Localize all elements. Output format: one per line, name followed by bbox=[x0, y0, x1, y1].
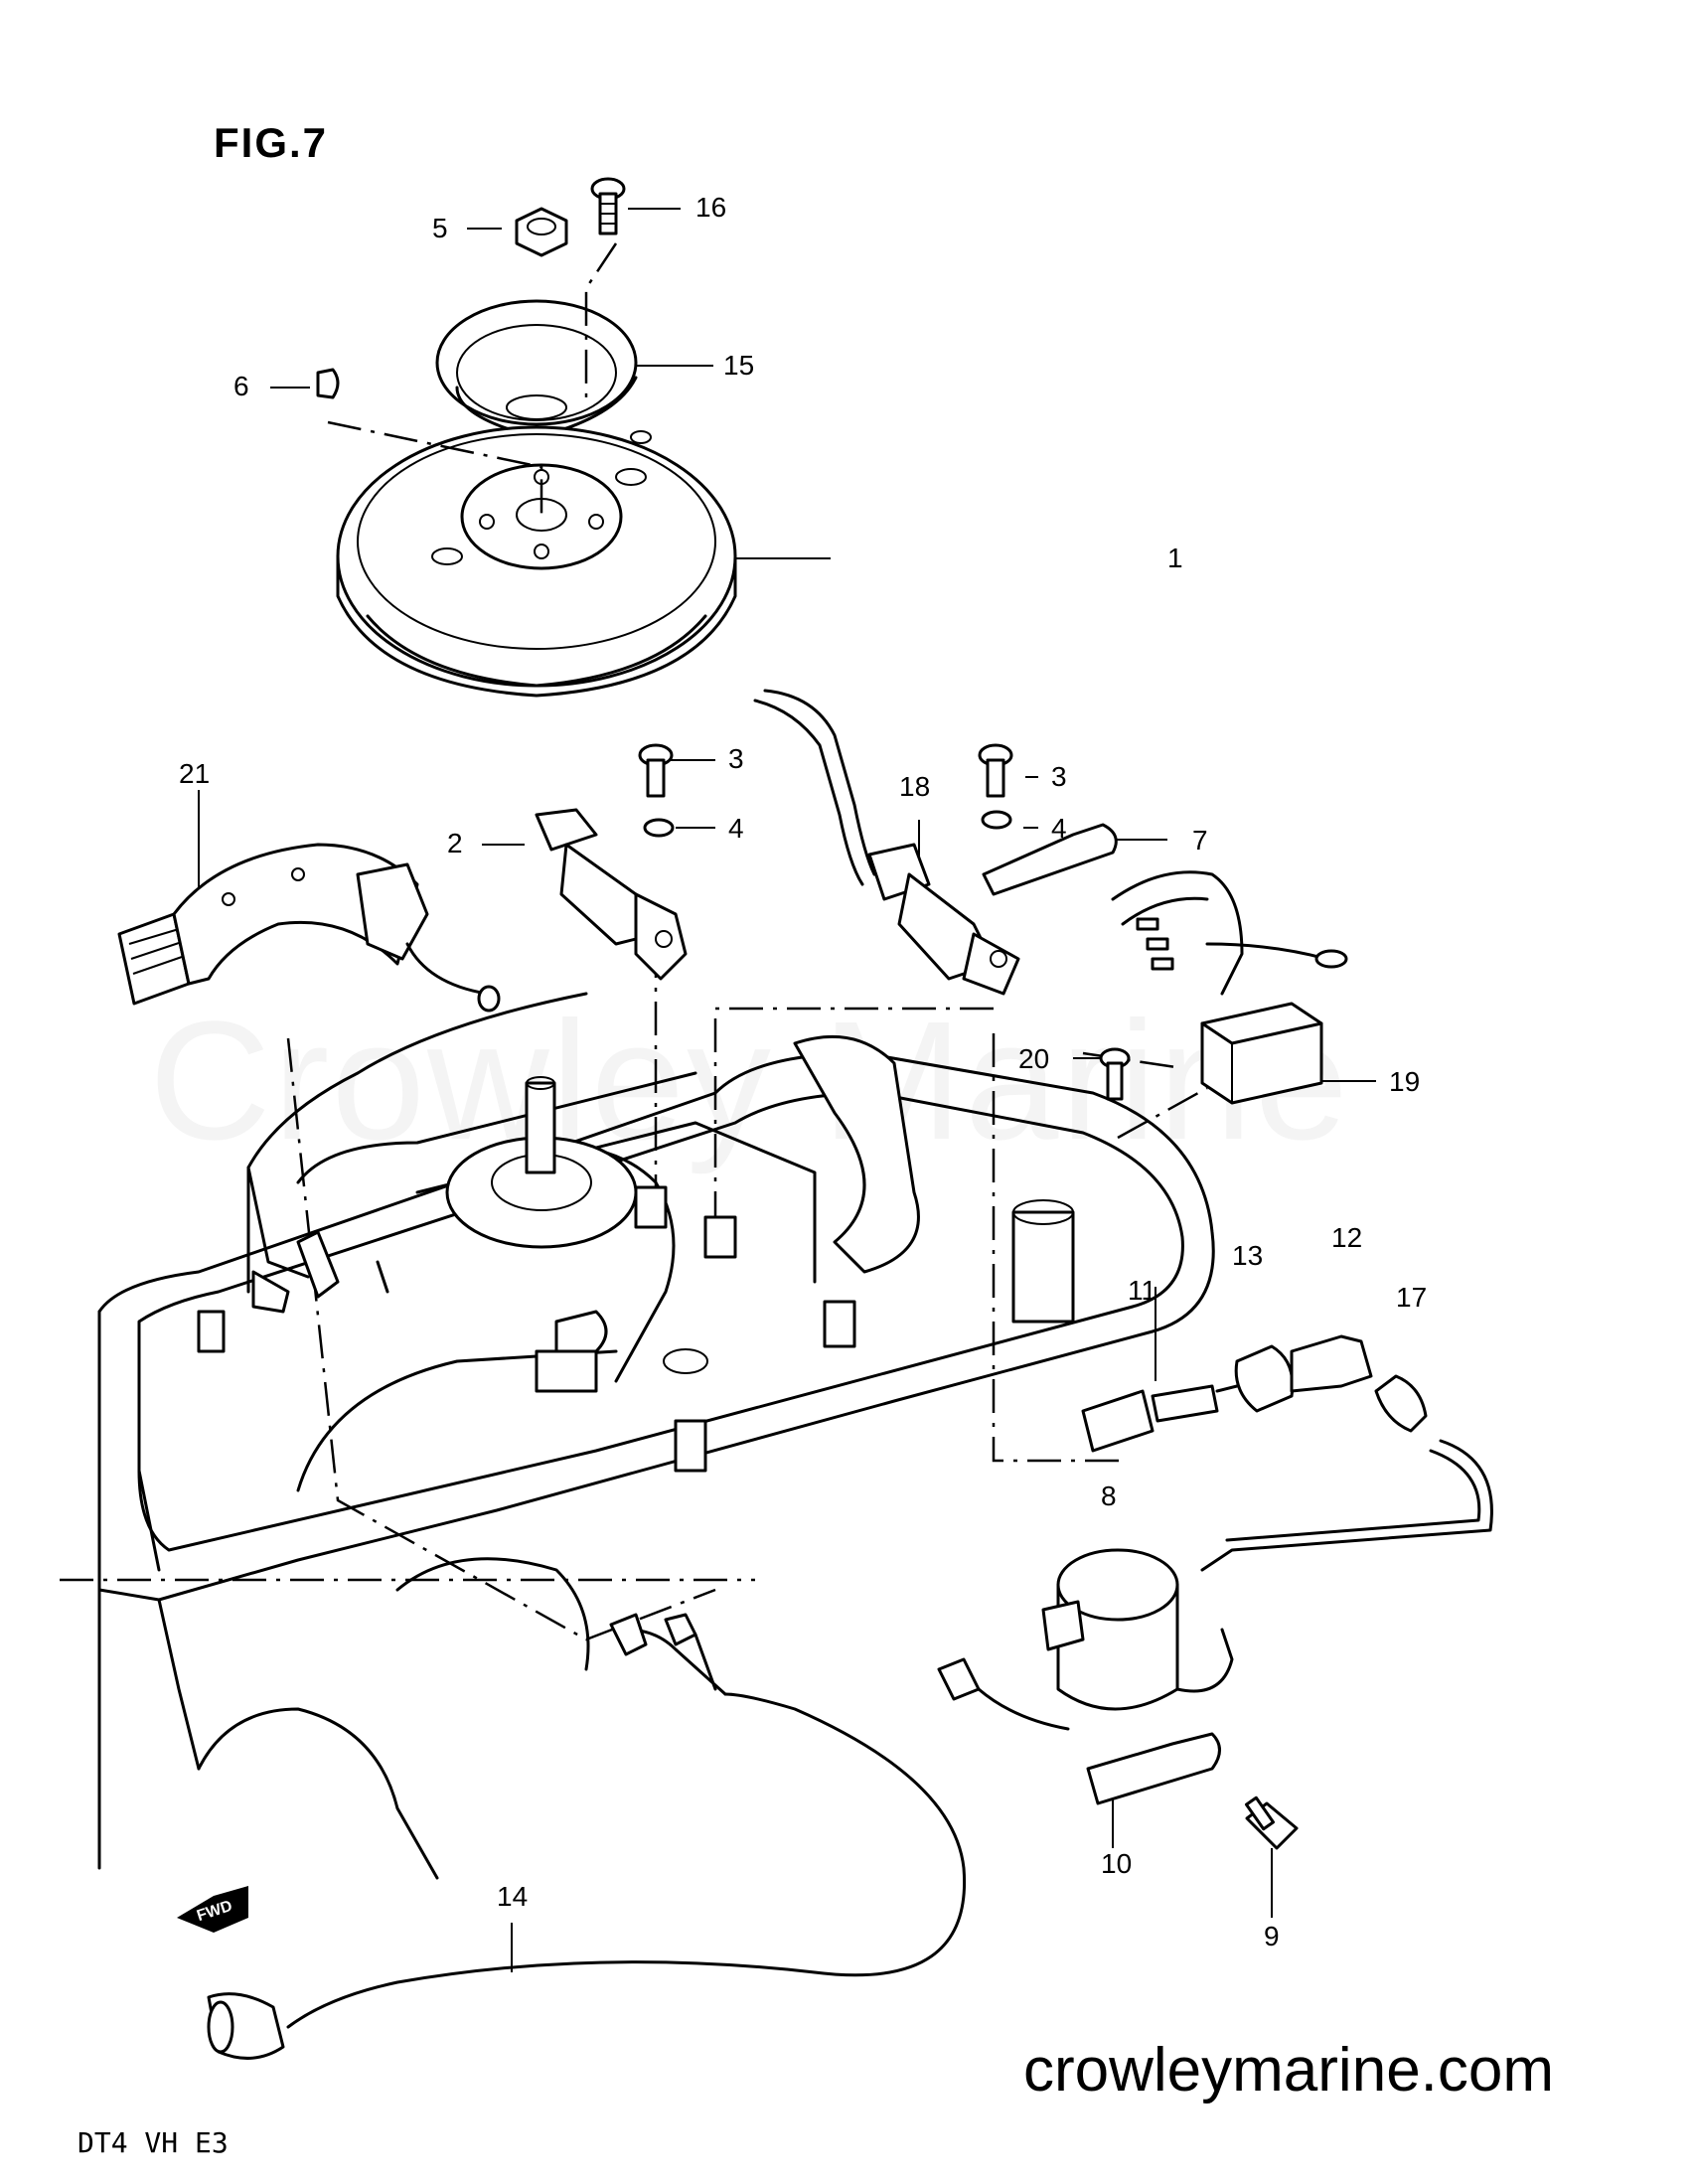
callout-16[interactable]: 16 bbox=[695, 192, 727, 223]
part-20-bolt bbox=[1099, 1047, 1131, 1101]
callout-12[interactable]: 12 bbox=[1331, 1222, 1363, 1253]
callout-18[interactable]: 18 bbox=[899, 771, 931, 802]
part-13-plug-cap bbox=[1234, 1344, 1295, 1413]
callout-11[interactable]: 11 bbox=[1128, 1275, 1157, 1306]
part-3-screw-right bbox=[978, 743, 1013, 798]
callout-8[interactable]: 8 bbox=[1101, 1481, 1117, 1511]
callout-7[interactable]: 7 bbox=[1192, 825, 1208, 856]
callout-5[interactable]: 5 bbox=[432, 213, 448, 243]
callout-2[interactable]: 2 bbox=[447, 828, 463, 858]
part-12-elbow-cap bbox=[1290, 1334, 1373, 1393]
callout-17[interactable]: 17 bbox=[1396, 1282, 1428, 1313]
ht-lead-inner bbox=[1225, 1449, 1481, 1542]
callout-13[interactable]: 13 bbox=[1232, 1240, 1264, 1271]
part-15-starter-cup bbox=[435, 299, 638, 439]
part-11-spark-plug bbox=[1081, 1384, 1239, 1453]
part-5-nut bbox=[515, 207, 568, 257]
crankcase-details bbox=[197, 1034, 1075, 1473]
part-16-screw bbox=[590, 177, 626, 235]
callout-4a[interactable]: 4 bbox=[728, 813, 744, 844]
callout-4b[interactable]: 4 bbox=[1051, 813, 1067, 844]
callout-10[interactable]: 10 bbox=[1101, 1848, 1133, 1879]
callout-14[interactable]: 14 bbox=[497, 1881, 529, 1912]
ht-lead bbox=[1200, 1439, 1493, 1572]
fwd-arrow-icon bbox=[177, 1886, 248, 1933]
assembly-center-lines bbox=[60, 242, 1208, 1641]
callout-1[interactable]: 1 bbox=[1167, 543, 1183, 573]
part-21-magneto-base bbox=[117, 843, 501, 1013]
part-10-clamp bbox=[1086, 1732, 1221, 1805]
engine-housing bbox=[97, 1051, 1215, 1880]
figure-title: FIG.7 bbox=[214, 119, 329, 166]
part-18-pulser-coil bbox=[753, 689, 1020, 996]
part-1-flywheel bbox=[336, 425, 737, 698]
model-code: DT4 VH E3 bbox=[77, 2126, 229, 2159]
callout-3b[interactable]: 3 bbox=[1051, 761, 1067, 792]
callout-15[interactable]: 15 bbox=[723, 350, 755, 381]
wire-harness bbox=[246, 992, 1070, 1731]
callout-21[interactable]: 21 bbox=[179, 758, 211, 789]
part-3-screw-left bbox=[638, 743, 674, 798]
callout-19[interactable]: 19 bbox=[1389, 1066, 1421, 1097]
callout-3a[interactable]: 3 bbox=[728, 743, 744, 774]
part-9-bolt bbox=[1244, 1795, 1299, 1850]
part-8-ignition-coil bbox=[1041, 1548, 1234, 1711]
part-4-washer-left bbox=[643, 818, 675, 838]
part-6-key bbox=[316, 368, 340, 399]
website-credit: crowleymarine.com bbox=[1023, 2036, 1555, 2105]
callout-9[interactable]: 9 bbox=[1264, 1921, 1280, 1951]
part-19-cdi-unit bbox=[1111, 870, 1348, 1105]
part-2-charging-coil bbox=[535, 808, 688, 981]
part-14-stop-switch bbox=[207, 1628, 967, 2060]
callout-20[interactable]: 20 bbox=[1018, 1043, 1050, 1074]
part-4-washer-right bbox=[981, 810, 1012, 830]
part-17-boot bbox=[1374, 1374, 1428, 1433]
callout-6[interactable]: 6 bbox=[233, 371, 249, 401]
part-7-bracket bbox=[982, 823, 1118, 896]
